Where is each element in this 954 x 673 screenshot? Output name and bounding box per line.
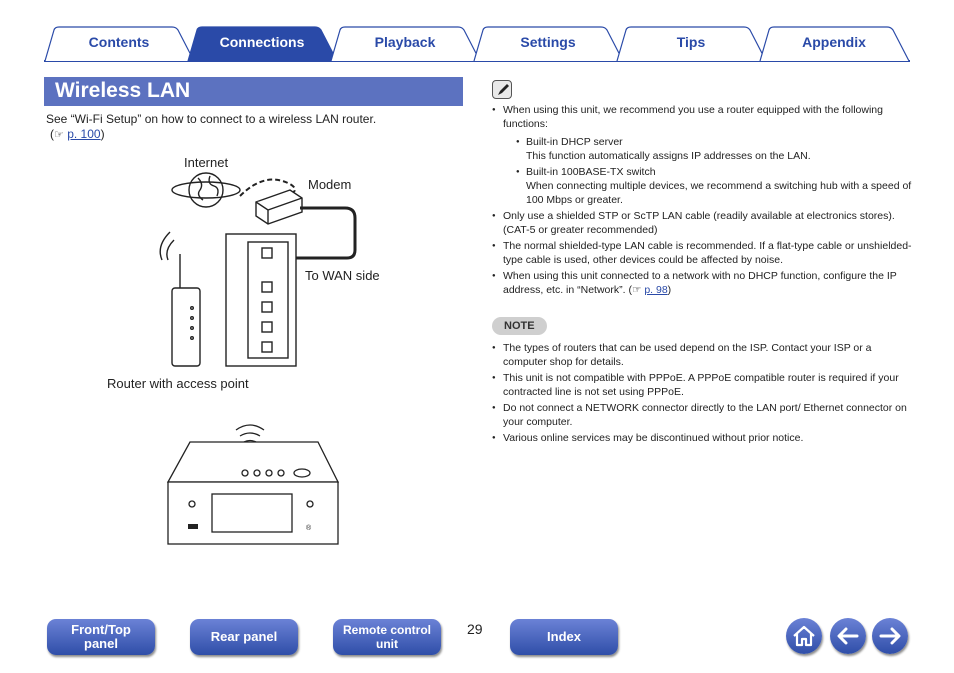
sub-desc: This function automatically assigns IP a… [526,150,811,162]
list-item: Do not connect a NETWORK connector direc… [492,401,912,429]
svg-text:®: ® [306,524,312,532]
label-internet: Internet [184,155,229,170]
note-badge: NOTE [492,317,547,335]
sub-desc: When connecting multiple devices, we rec… [526,180,912,206]
page-link-100[interactable]: p. 100 [67,127,101,141]
home-icon [793,625,815,647]
button-label: Rear panel [210,629,278,644]
globe-icon [171,172,241,208]
tab-label: Connections [219,34,305,50]
ref-close: ) [100,127,105,141]
list-item: The types of routers that can be used de… [492,341,912,369]
tips-list: When using this unit, we recommend you u… [492,103,912,297]
button-label: Front/Top [71,622,131,637]
button-label: panel [84,636,118,651]
label-router: Router with access point [107,376,249,391]
home-button[interactable] [786,618,822,654]
access-point-icon [159,231,201,367]
tab-contents[interactable]: Contents [44,26,195,62]
top-tab-bar: Contents Connections Playback Settings T… [44,26,910,62]
forward-button[interactable] [872,618,908,654]
modem-icon [255,189,303,225]
tip-text: The normal shielded-type LAN cable is re… [503,240,912,266]
ref-close: ) [667,284,672,296]
rear-panel-button[interactable]: Rear panel [190,619,298,655]
tab-settings[interactable]: Settings [473,26,624,62]
index-button[interactable]: Index [510,619,618,655]
tip-text: When using this unit connected to a netw… [503,270,897,296]
list-item: Only use a shielded STP or ScTP LAN cabl… [492,209,912,237]
arrow-right-icon [879,627,901,645]
tab-shape [616,26,767,62]
router-icon [225,233,297,367]
unit-art: ® [166,424,340,545]
sub-title: Built-in DHCP server [526,136,623,148]
tab-shape [44,26,195,62]
tab-shape [330,26,481,62]
button-label: unit [375,637,398,651]
tab-label: Settings [520,34,576,50]
back-button[interactable] [830,618,866,654]
tip-text: When using this unit, we recommend you u… [503,104,883,130]
tab-appendix[interactable]: Appendix [759,26,910,62]
button-label: Remote control [342,623,431,637]
page-link-98[interactable]: p. 98 [644,284,668,296]
ref-open: ( [50,127,54,141]
tab-shape [759,26,910,62]
page-number: 29 [467,621,483,637]
tab-label: Tips [676,34,706,50]
network-diagram: Internet Modem To WAN side Router with a… [107,150,400,400]
right-column: When using this unit, we recommend you u… [492,80,912,447]
note-list: The types of routers that can be used de… [492,341,912,445]
list-item: This unit is not compatible with PPPoE. … [492,371,912,399]
tab-label: Appendix [802,34,866,50]
intro-text: See “Wi-Fi Setup” on how to connect to a… [46,112,377,126]
wifi-icon [235,424,265,443]
list-item: When using this unit connected to a netw… [492,269,912,297]
button-label: Index [547,629,581,644]
arrow-left-icon [837,627,859,645]
list-item: The normal shielded-type LAN cable is re… [492,239,912,267]
tab-shape [473,26,624,62]
tab-connections[interactable]: Connections [187,26,338,62]
tab-tips[interactable]: Tips [616,26,767,62]
pointing-hand-icon: ☞ [631,284,642,296]
tab-label: Contents [88,34,150,50]
list-item: Various online services may be discontin… [492,431,912,445]
tab-playback[interactable]: Playback [330,26,481,62]
tab-shape [187,26,338,62]
tab-label: Playback [374,34,436,50]
label-modem: Modem [308,177,352,192]
section-title: Wireless LAN [44,77,463,106]
label-wan-side: To WAN side [305,268,380,283]
tip-text: Only use a shielded STP or ScTP LAN cabl… [503,210,895,236]
ref-open: ( [628,284,632,296]
intro-paragraph: See “Wi-Fi Setup” on how to connect to a… [46,112,456,143]
pointing-hand-icon: ☞ [54,129,64,141]
audio-unit-illustration: ® [160,410,340,550]
network-diagram-art [159,172,357,367]
sub-title: Built-in 100BASE-TX switch [526,166,656,178]
list-item: When using this unit, we recommend you u… [492,103,912,207]
pencil-memo-icon [492,80,512,99]
